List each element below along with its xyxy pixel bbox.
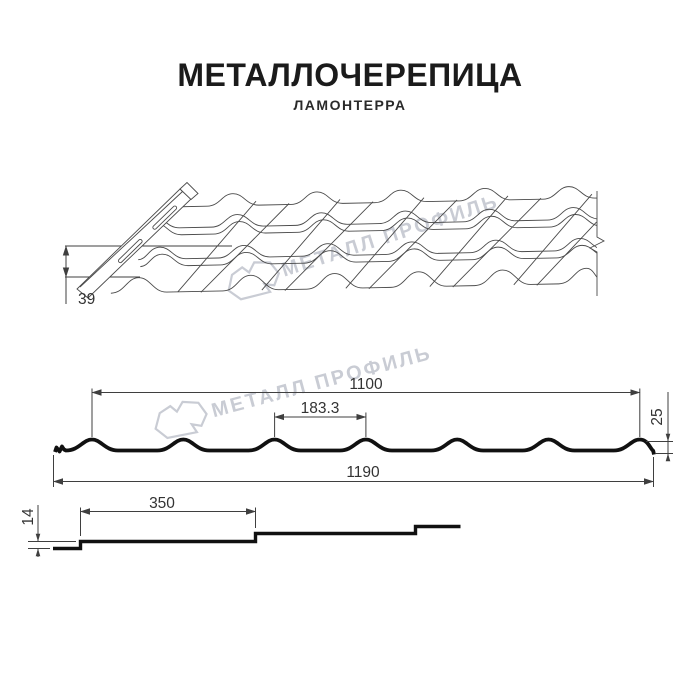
page-subtitle: ЛАМОНТЕРРА [293,97,407,113]
dim-350-label: 350 [149,495,175,512]
dim-14-label: 14 [20,508,37,526]
eaves-strip [76,181,199,299]
dim-183-label: 183.3 [301,400,340,417]
tile-perspective-diagram: МЕТАЛЛ ПРОФИЛЬ [62,181,605,308]
overlap-step-diagram: 350 14 [20,495,461,557]
metall-profil-logo-icon [154,400,208,440]
watermark-text: МЕТАЛЛ ПРОФИЛЬ [279,190,502,281]
dim-1100-label: 1100 [349,376,383,393]
metall-profil-logo-icon [227,261,281,301]
dim-25-label: 25 [649,408,666,425]
page-title: МЕТАЛЛОЧЕРЕПИЦА [177,57,523,93]
dim-39-label: 39 [78,291,95,308]
cross-section-diagram: МЕТАЛЛ ПРОФИЛЬ 1100 183.3 25 1190 [53,342,673,487]
dim-1190-label: 1190 [346,464,380,481]
watermark-middle: МЕТАЛЛ ПРОФИЛЬ [154,342,434,440]
